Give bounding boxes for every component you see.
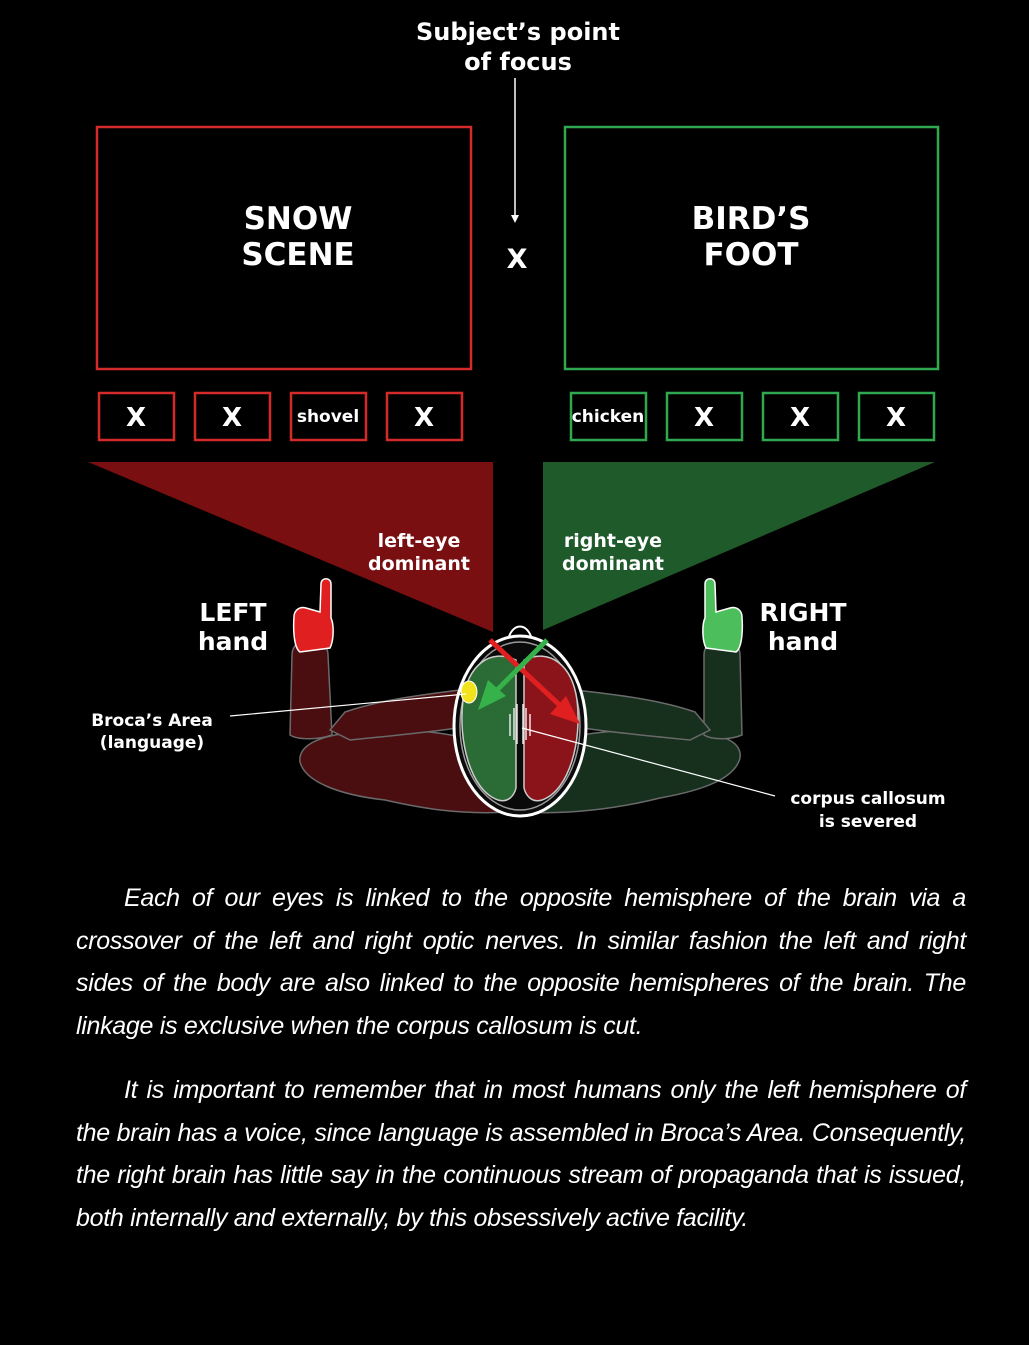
focus-mark: X (507, 244, 528, 275)
corpus-label-line1: corpus callosum (790, 789, 945, 809)
right-hand-label-line1: RIGHT (759, 598, 846, 627)
split-brain-diagram: Subject’s point of focus X SNOW SCENE BI… (0, 0, 1029, 870)
left-screen-line2: SCENE (241, 237, 354, 273)
broca-label-line1: Broca’s Area (91, 711, 213, 731)
corpus-label-line2: is severed (819, 812, 917, 832)
focus-label-line2: of focus (464, 48, 572, 76)
right-choice-label: chicken (572, 407, 645, 427)
brain (454, 627, 586, 817)
brocas-area (461, 681, 477, 703)
left-choice-label: X (222, 403, 242, 433)
right-screen-line1: BIRD’S (692, 201, 811, 237)
right-hand-label-line2: hand (768, 627, 838, 656)
left-hand-label-line1: LEFT (199, 598, 266, 627)
body-paragraph-2: It is important to remember that in most… (76, 1069, 966, 1239)
left-eye-label-line1: left-eye (378, 530, 461, 552)
left-choices: X X shovel X (99, 393, 462, 440)
body-paragraph-1: Each of our eyes is linked to the opposi… (76, 877, 966, 1047)
right-choices: chicken X X X (571, 393, 934, 440)
right-choice-label: X (694, 403, 714, 433)
left-choice-label: X (126, 403, 146, 433)
right-eye-label-line2: dominant (562, 553, 664, 575)
right-choice-label: X (790, 403, 810, 433)
left-hand-label-line2: hand (198, 627, 268, 656)
left-choice-label: shovel (297, 407, 359, 427)
left-hand-icon (294, 579, 333, 652)
broca-label-line2: (language) (100, 733, 204, 753)
left-choice-label: X (414, 403, 434, 433)
right-hand-icon (703, 579, 742, 652)
focus-label-line1: Subject’s point (416, 18, 620, 46)
right-choice-label: X (886, 403, 906, 433)
left-screen-line1: SNOW (244, 201, 353, 237)
right-eye-label-line1: right-eye (564, 530, 662, 552)
right-screen-line2: FOOT (703, 237, 798, 273)
left-eye-label-line2: dominant (368, 553, 470, 575)
